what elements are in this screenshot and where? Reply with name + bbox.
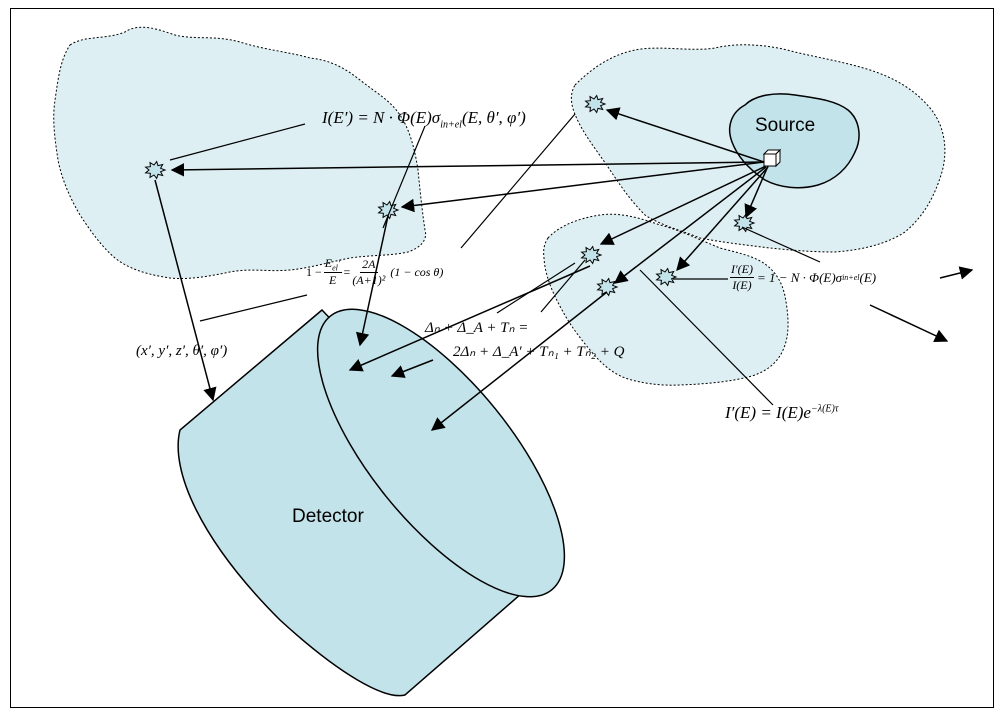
- equation-scatter-intensity: I(E′) = N · Φ(E)σin+el(E, θ′, φ′): [322, 108, 526, 130]
- eq-scatter-args: (E, θ′, φ′): [461, 108, 526, 127]
- eq-scatter-main: I(E′) = N · Φ(E)σ: [322, 108, 441, 127]
- eq-energy-num-prime: ′: [337, 256, 341, 270]
- eq-energy-num: E: [324, 256, 333, 270]
- leader-lines: [169, 113, 821, 406]
- eq-attenuation-sup: −λ(E)τ: [810, 403, 839, 415]
- eq-energy-num-sub: el: [332, 263, 338, 273]
- eq-attenuation-main: I′(E) = I(E)e: [725, 403, 811, 422]
- source-cube-icon: [762, 148, 782, 168]
- eq-energy-frac-num: 2A: [360, 256, 378, 273]
- source-label: Source: [755, 115, 816, 136]
- eq-transmission-den: I(E): [732, 278, 752, 292]
- scatter-point-icon: [580, 245, 603, 265]
- scatter-point-icon: [733, 213, 756, 233]
- left-cloud: [53, 26, 427, 279]
- eq-energy-den: E: [328, 273, 337, 288]
- eq-transmission-num: I′(E): [730, 262, 754, 278]
- scatter-point-icon: [596, 277, 619, 297]
- detector-label: Detector: [292, 506, 364, 527]
- eq-energy-tail: (1 − cos θ): [390, 264, 444, 279]
- eq-transmission-rhs-arg: (E): [859, 269, 877, 285]
- scattering-points: [144, 94, 756, 297]
- particle-tracks: [154, 107, 974, 431]
- source-blob: [728, 93, 860, 189]
- middle-cloud: [543, 213, 789, 386]
- detector: [177, 308, 566, 697]
- eq-energy-frac-den: (A+1)²: [352, 272, 386, 287]
- scatter-point-icon: [584, 94, 607, 114]
- eq-transmission-rhs-sub: in+el: [842, 273, 860, 282]
- scatter-point-icon: [377, 200, 400, 220]
- equation-delta-line2: 2Δₙ + Δ_A′ + Tₙ₁ + Tₙ₂ + Q: [453, 344, 625, 360]
- eq-energy-eq: =: [343, 264, 351, 279]
- eq-scatter-sub: in+el: [440, 119, 462, 131]
- equation-delta-line1: Δₙ + Δ_A + Tₙ =: [425, 320, 529, 336]
- eq-transmission-rhs: = 1 − N · Φ(E)σ: [756, 269, 843, 285]
- scatter-point-icon: [144, 160, 167, 180]
- equation-attenuation: I′(E) = I(E)e−λ(E)τ: [725, 403, 838, 423]
- equation-position: (x′, y′, z′, θ′, φ′): [136, 343, 228, 359]
- equation-energy-ratio: 1 − Eel′ E = 2A (A+1)² (1 − cos θ): [306, 256, 443, 288]
- scatter-point-icon: [655, 267, 678, 287]
- eq-energy-lhs: 1 −: [306, 264, 322, 279]
